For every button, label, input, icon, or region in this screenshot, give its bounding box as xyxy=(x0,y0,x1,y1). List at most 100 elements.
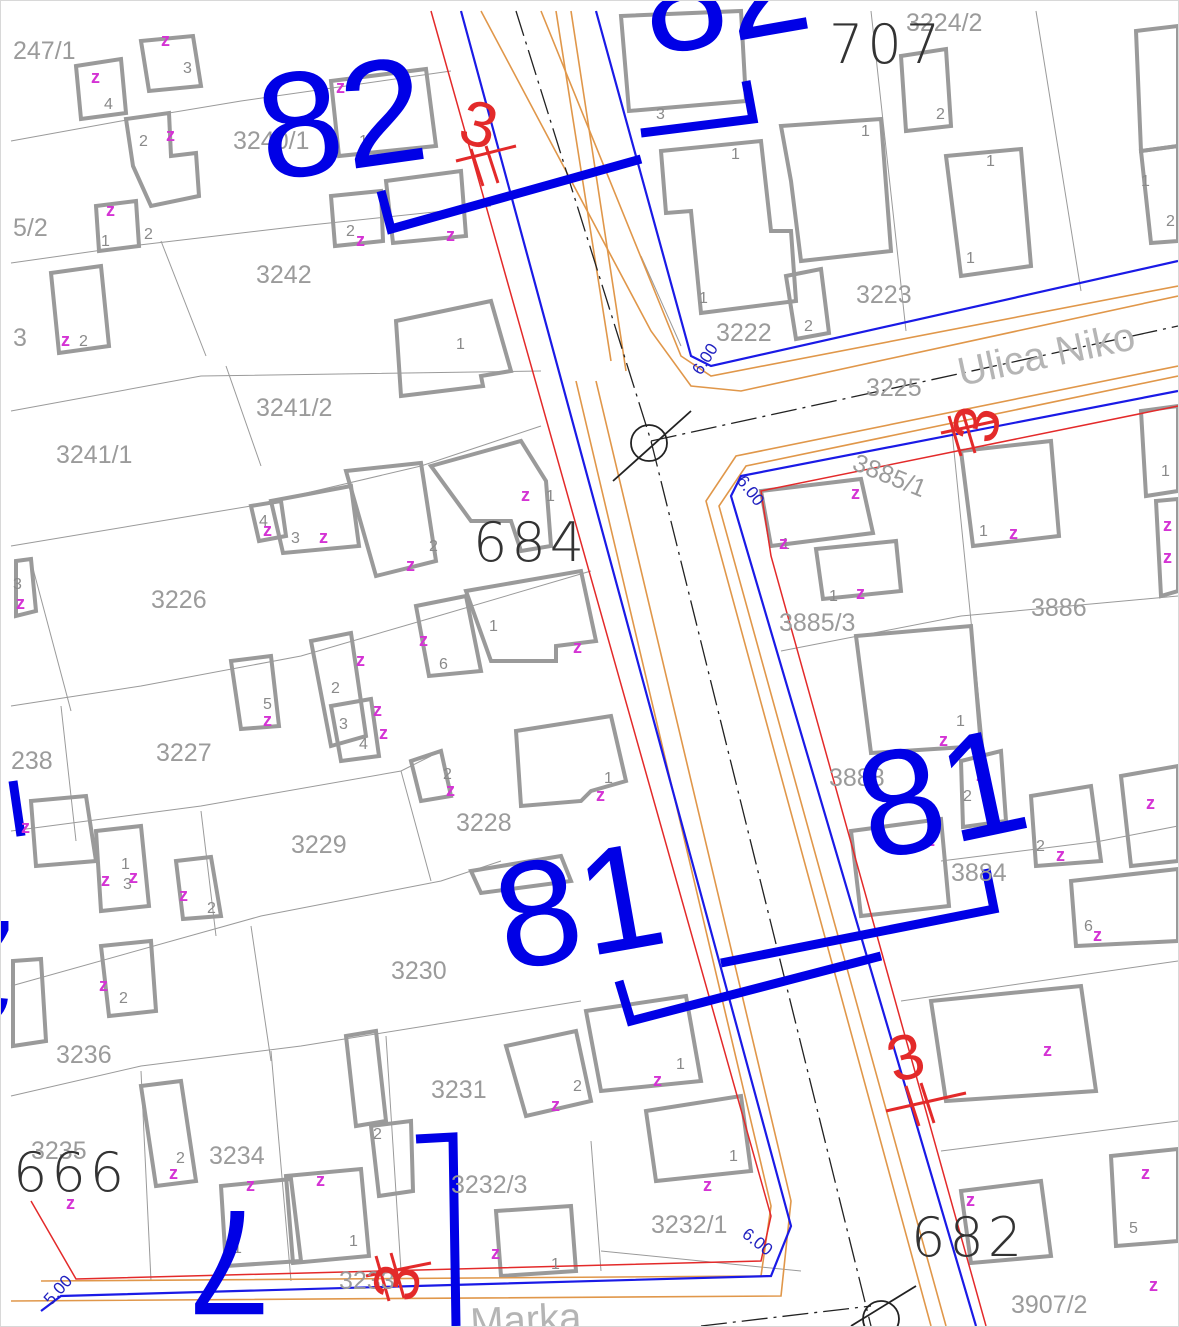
floor-mark: z xyxy=(573,637,582,657)
floor-mark: z xyxy=(356,230,365,250)
floor-mark: z xyxy=(61,330,70,350)
road-width-label: 5.00 xyxy=(40,1271,76,1308)
floor-mark: z xyxy=(446,225,455,245)
floor-number: 1 xyxy=(829,588,838,605)
floor-number: 1 xyxy=(699,290,708,307)
floor-mark: z xyxy=(91,67,100,87)
floor-number: 2 xyxy=(1166,213,1175,230)
floor-number: 4 xyxy=(104,96,113,113)
parcel-number: 3224/2 xyxy=(906,9,982,37)
floor-number: 2 xyxy=(346,223,355,240)
floor-number: 2 xyxy=(144,226,153,243)
road-width-label: 6.00 xyxy=(739,1224,777,1259)
parcel-number: 3229 xyxy=(291,831,347,859)
parcel-number: 5/2 xyxy=(13,214,48,242)
floor-mark: z xyxy=(926,830,935,850)
center-lines xyxy=(515,10,1178,1326)
floor-number: 1 xyxy=(359,133,368,150)
floor-number: 2 xyxy=(373,1126,382,1143)
floor-number: 1 xyxy=(489,618,498,635)
buildings xyxy=(11,8,1178,1279)
floor-mark: z xyxy=(1146,793,1155,813)
floor-mark: z xyxy=(99,975,108,995)
floor-mark: z xyxy=(169,1163,178,1183)
floor-mark: z xyxy=(373,700,382,720)
floor-mark: z xyxy=(446,780,455,800)
parcel-number: 3232/1 xyxy=(651,1211,727,1239)
parcel-number: 3 xyxy=(13,324,27,352)
floor-mark: z xyxy=(1163,547,1172,567)
block-number: 707 xyxy=(829,13,944,76)
floor-number: 3 xyxy=(291,530,300,547)
floor-mark: z xyxy=(263,710,272,730)
floor-mark: z xyxy=(976,765,985,785)
floor-number: 2 xyxy=(119,990,128,1007)
floor-number: 1 xyxy=(1141,173,1150,190)
parcel-number: 3886 xyxy=(1031,594,1087,622)
floor-mark: z xyxy=(246,1175,255,1195)
parcel-numbers: 247/1 3240/1 3224/2 5/2 3242 3 3241/2 32… xyxy=(11,9,1087,1319)
parcel-number: 3235 xyxy=(31,1137,87,1165)
section-label-81: 81 xyxy=(482,808,675,1002)
floor-mark: z xyxy=(21,817,30,837)
floor-mark: z xyxy=(1043,1040,1052,1060)
parcel-number: 3884 xyxy=(951,859,1007,887)
floor-number: 1 xyxy=(676,1056,685,1073)
block-number: 684 xyxy=(473,511,588,574)
floor-mark: z xyxy=(263,520,272,540)
floor-mark: z xyxy=(703,1175,712,1195)
floor-number: 1 xyxy=(456,336,465,353)
section-81-left-line xyxy=(614,951,883,1027)
height-label: 3 xyxy=(938,400,1015,448)
parcel-number: 238 xyxy=(11,747,53,775)
floor-mark: z xyxy=(966,1190,975,1210)
floor-number: 3 xyxy=(183,60,192,77)
floor-number: 1 xyxy=(551,1256,560,1273)
floor-number: 2 xyxy=(963,788,972,805)
floor-number: 3 xyxy=(13,576,22,593)
section-24-line xyxy=(8,780,26,837)
floor-number: 2 xyxy=(936,106,945,123)
floor-number: 5 xyxy=(263,696,272,713)
parcel-number: 3225 xyxy=(866,374,922,402)
floor-number: 6 xyxy=(1084,918,1093,935)
parcel-number: 3907/2 xyxy=(1011,1291,1087,1319)
parcel-number: 3233 xyxy=(339,1267,395,1295)
parcel-number: 3222 xyxy=(716,319,772,347)
section-label-7: 7 xyxy=(188,1179,271,1326)
floor-mark: z xyxy=(166,125,175,145)
floor-number: 2 xyxy=(573,1078,582,1095)
block-numbers: 707 684 682 666 xyxy=(13,13,1022,1269)
floor-number: 1 xyxy=(986,153,995,170)
height-ticks xyxy=(365,144,997,1302)
floor-mark: z xyxy=(491,1243,500,1263)
floor-number: 1 xyxy=(546,488,555,505)
parcel-number: 247/1 xyxy=(13,37,76,65)
section-label-82-upper: 82 xyxy=(627,1,820,88)
parcel-number: 3242 xyxy=(256,261,312,289)
section-label-24: 24 xyxy=(1,889,16,1057)
floor-number: 3 xyxy=(123,876,132,893)
floor-number: 2 xyxy=(207,900,216,917)
floor-number: 4 xyxy=(359,736,368,753)
floor-number: 2 xyxy=(139,133,148,150)
floor-mark: z xyxy=(551,1095,560,1115)
floor-mark: z xyxy=(101,870,110,890)
floor-number: 1 xyxy=(349,1233,358,1250)
street-name: Ulica Niko xyxy=(954,314,1139,394)
regulation-lines xyxy=(40,10,1178,1326)
floor-number: 2 xyxy=(331,680,340,697)
parcel-number: 3232/3 xyxy=(451,1171,527,1199)
section-numbers: 82 82 81 81 24 7 xyxy=(1,1,1041,1326)
floor-mark: z xyxy=(129,867,138,887)
floor-mark: z xyxy=(106,200,115,220)
road-edges xyxy=(10,10,1178,1326)
floor-number: 2 xyxy=(1036,838,1045,855)
floor-number: 2 xyxy=(429,538,438,555)
parcel-number: 3223 xyxy=(856,281,912,309)
parcel-number: 3231 xyxy=(431,1076,487,1104)
section-brackets xyxy=(8,80,1000,1326)
floor-number: 1 xyxy=(861,123,870,140)
floor-mark: z xyxy=(419,630,428,650)
